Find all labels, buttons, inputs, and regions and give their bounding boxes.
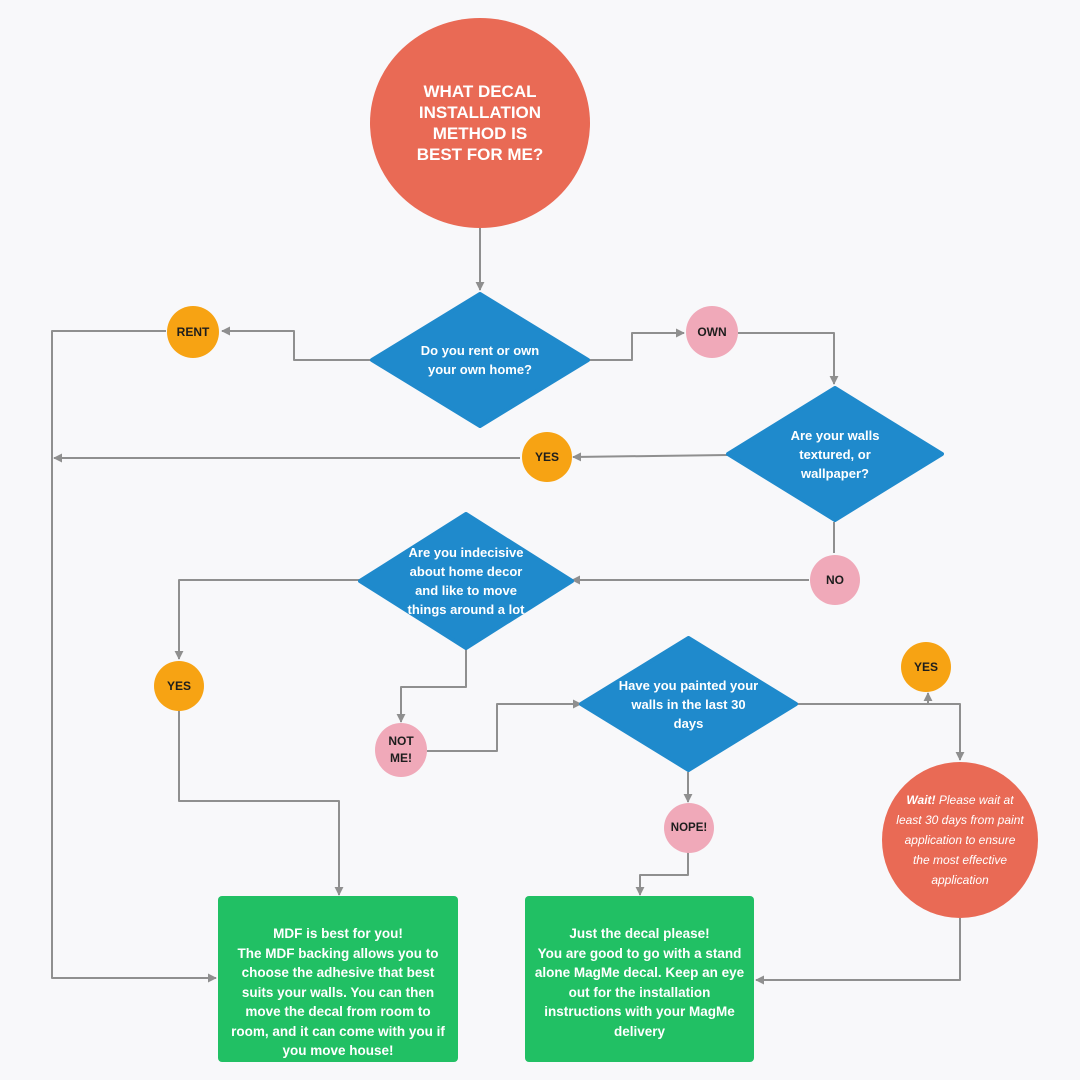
connector-not-me-to-painted: [427, 699, 582, 752]
answer-nope: NOPE!: [664, 803, 714, 853]
connector-yes-to-mdf: [178, 710, 344, 896]
decision-painted: Have you painted your walls in the last …: [579, 636, 798, 772]
connector-yes-to-wait: [928, 703, 965, 761]
connector-textured-to-yes: [572, 452, 729, 462]
answer-yes-textured: YES: [522, 432, 572, 482]
result-mdf-body: The MDF backing allows you to choose the…: [231, 945, 445, 1059]
answer-yes-indecisive: YES: [154, 661, 204, 711]
decision-rent-own-text: Do you rent or own your own home?: [420, 343, 540, 377]
answer-rent: RENT: [167, 306, 219, 358]
decision-indecisive: Are you indecisive about home decor and …: [358, 512, 574, 650]
result-decal-title: Just the decal please!: [569, 926, 710, 941]
connector-painted-to-yes: [796, 692, 933, 705]
answer-yes-painted: YES: [901, 642, 951, 692]
connector-indecisive-to-yes: [174, 579, 360, 660]
decision-rent-own: Do you rent or own your own home?: [370, 292, 590, 428]
result-decal: Just the decal please! You are good to g…: [525, 896, 754, 1062]
result-wait-lead: Wait!: [906, 793, 936, 807]
decision-painted-text: Have you painted your walls in the last …: [618, 677, 759, 731]
result-mdf-title: MDF is best for you!: [273, 926, 403, 941]
connector-wait-to-decal: [755, 918, 961, 985]
answer-own: OWN: [686, 306, 738, 358]
result-decal-body: You are good to go with a stand alone Ma…: [534, 945, 745, 1039]
result-mdf: MDF is best for you! The MDF backing all…: [218, 896, 458, 1062]
connector-indecisive-to-not-me: [396, 648, 467, 723]
answer-not-me: NOT ME!: [375, 723, 427, 777]
connector-own-to-textured: [738, 332, 839, 385]
decision-textured-text: Are your walls textured, or wallpaper?: [790, 427, 880, 481]
connector-rent-to-mdf: [51, 330, 217, 983]
connector-nope-to-decal: [635, 852, 689, 896]
decision-indecisive-text: Are you indecisive about home decor and …: [407, 545, 525, 617]
decision-textured: Are your walls textured, or wallpaper?: [726, 386, 944, 522]
answer-no-textured: NO: [810, 555, 860, 605]
result-wait: Wait! Please wait at least 30 days from …: [882, 762, 1038, 918]
connector-rent-own-to-rent: [221, 326, 372, 361]
start-title: WHAT DECAL INSTALLATION METHOD IS BEST F…: [416, 82, 544, 164]
start-circle: WHAT DECAL INSTALLATION METHOD IS BEST F…: [370, 18, 590, 228]
result-wait-body: Please wait at least 30 days from paint …: [896, 793, 1024, 887]
connector-rent-own-to-own: [588, 328, 685, 361]
